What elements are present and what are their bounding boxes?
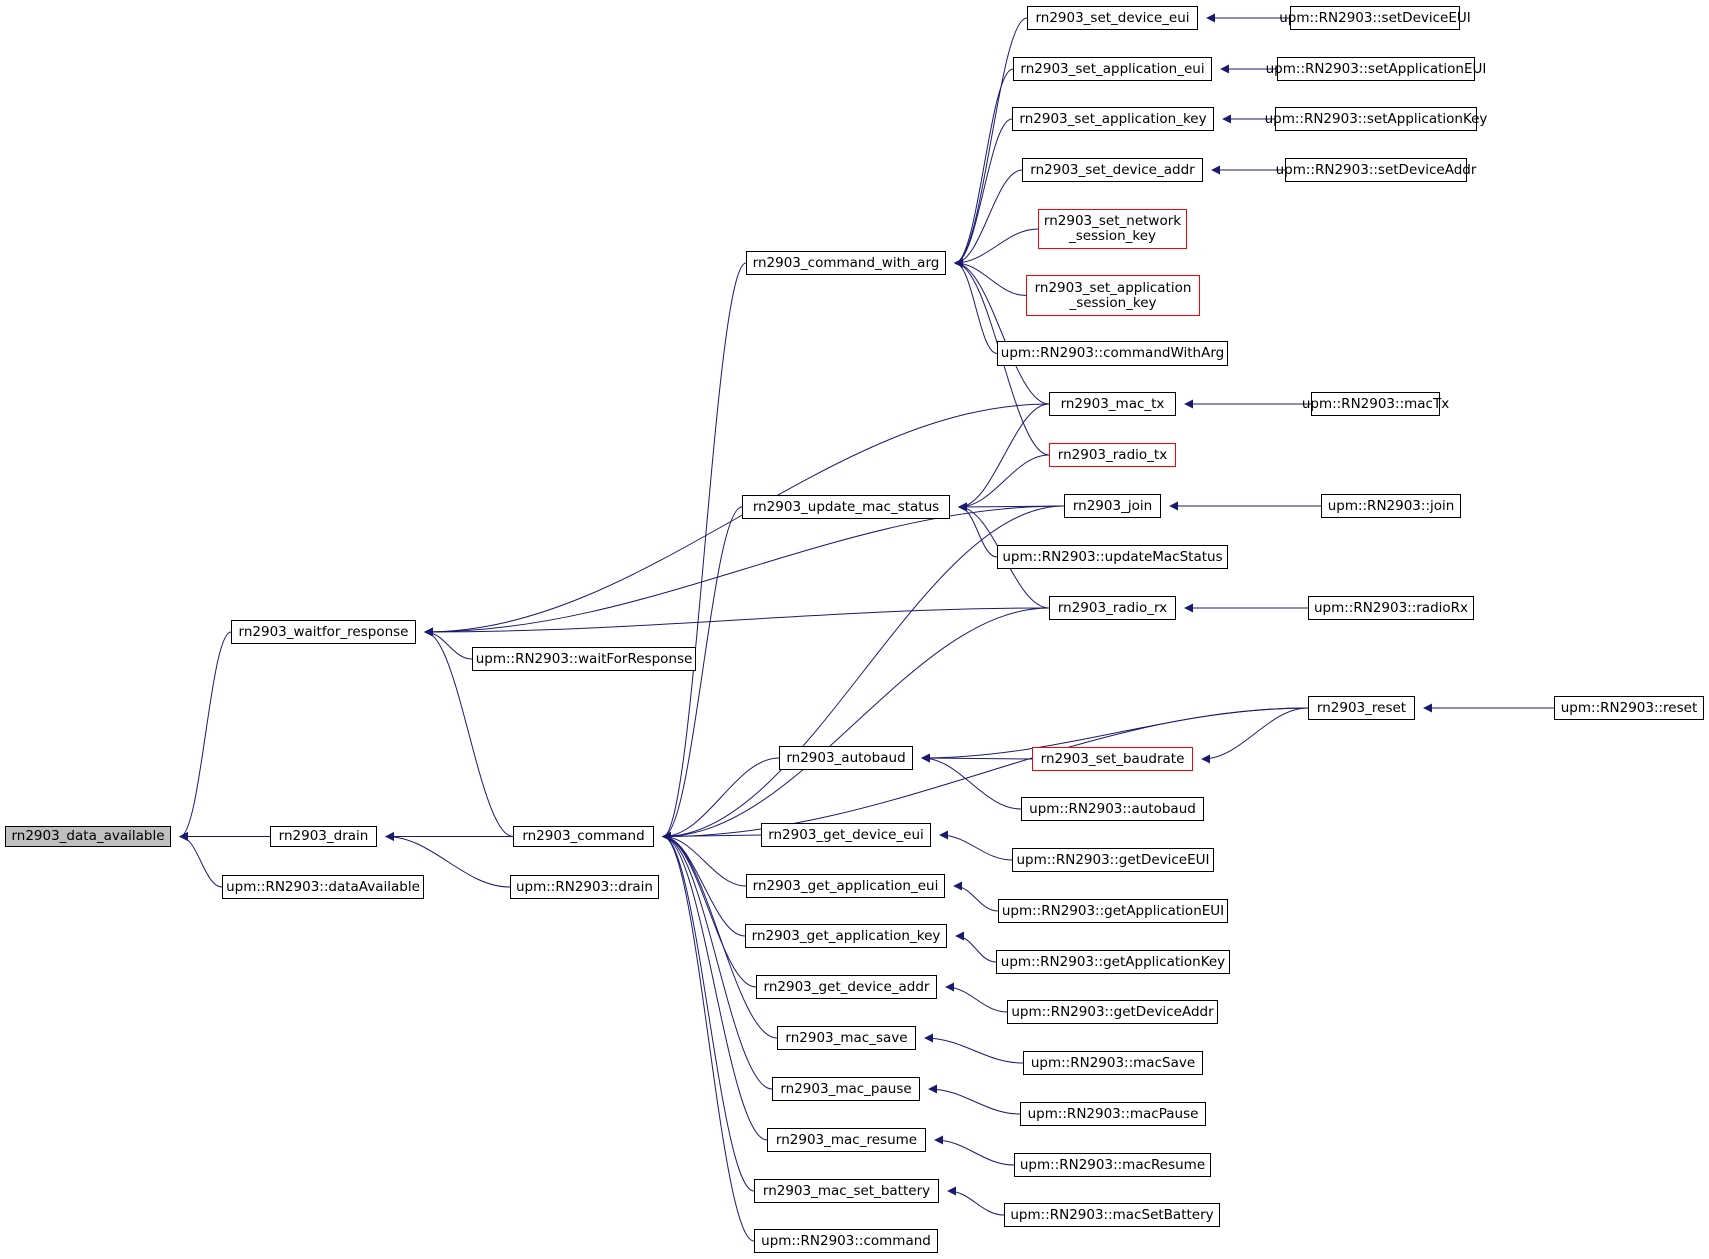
- edge-autobaud-to-reset: [921, 707, 1309, 763]
- node-upm-command[interactable]: upm::RN2903::command: [754, 1229, 938, 1253]
- edge-get_device_addr-to-upm_getDeviceAddr: [945, 982, 1008, 1013]
- edge-update_mac_status-to-mac_tx: [958, 403, 1050, 512]
- edge-command-to-radio_rx: [662, 607, 1050, 841]
- node-rn2903-radio-tx[interactable]: rn2903_radio_tx: [1049, 443, 1176, 467]
- edge-set_baudrate-to-reset: [1201, 707, 1309, 764]
- edge-command_with_arg-to-mac_tx: [954, 258, 1050, 405]
- node-rn2903-get-application-key[interactable]: rn2903_get_application_key: [745, 924, 947, 948]
- node-rn2903-command[interactable]: rn2903_command: [513, 826, 654, 847]
- edge-command-to-get_device_eui: [662, 831, 762, 841]
- edge-command_with_arg-to-set_device_addr: [954, 169, 1023, 268]
- node-upm-join[interactable]: upm::RN2903::join: [1321, 494, 1461, 518]
- edge-command-to-mac_resume: [662, 832, 768, 1141]
- node-rn2903-set-application-eui[interactable]: rn2903_set_application_eui: [1013, 57, 1212, 81]
- node-upm-setdeviceeui[interactable]: upm::RN2903::setDeviceEUI: [1279, 6, 1471, 30]
- node-rn2903-set-application-session-key[interactable]: rn2903_set_application _session_key: [1026, 275, 1200, 316]
- edge-get_application_eui-to-upm_getApplicationEUI: [953, 881, 999, 912]
- edge-command-to-update_mac_status: [662, 506, 743, 841]
- node-rn2903-get-device-addr[interactable]: rn2903_get_device_addr: [756, 975, 937, 999]
- node-upm-setapplicationeui[interactable]: upm::RN2903::setApplicationEUI: [1266, 57, 1486, 81]
- edge-update_mac_status-to-radio_tx: [958, 454, 1050, 512]
- edge-waitfor_response-to-radio_rx: [424, 607, 1050, 637]
- node-upm-commandwitharg[interactable]: upm::RN2903::commandWithArg: [997, 341, 1228, 366]
- node-rn2903-command-with-arg[interactable]: rn2903_command_with_arg: [746, 251, 946, 275]
- edge-get_application_key-to-upm_getApplicationKey: [955, 931, 997, 963]
- edge-command-to-get_application_eui: [662, 832, 747, 887]
- node-rn2903-radio-rx[interactable]: rn2903_radio_rx: [1049, 596, 1176, 620]
- edge-command-to-autobaud: [662, 757, 780, 841]
- node-rn2903-mac-tx[interactable]: rn2903_mac_tx: [1049, 392, 1176, 416]
- edge-command-to-command_with_arg: [662, 262, 747, 841]
- node-upm-setapplicationkey[interactable]: upm::RN2903::setApplicationKey: [1265, 107, 1487, 131]
- node-upm-getapplicationkey[interactable]: upm::RN2903::getApplicationKey: [996, 950, 1230, 974]
- node-upm-mactx[interactable]: upm::RN2903::macTx: [1302, 392, 1449, 416]
- edge-waitfor_response-to-mac_tx: [424, 403, 1050, 637]
- edge-autobaud-to-set_baudrate: [921, 753, 1033, 763]
- node-rn2903-set-device-addr[interactable]: rn2903_set_device_addr: [1022, 158, 1203, 182]
- node-rn2903-data-available: rn2903_data_available: [5, 826, 171, 847]
- edge-command-to-upm_command: [662, 832, 755, 1242]
- node-upm-drain[interactable]: upm::RN2903::drain: [510, 875, 659, 899]
- node-rn2903-get-application-eui[interactable]: rn2903_get_application_eui: [746, 874, 945, 898]
- edge-command_with_arg-to-set_application_eui: [954, 68, 1014, 268]
- edge-get_device_eui-to-upm_getDeviceEUI: [939, 830, 1013, 861]
- edge-mac_resume-to-upm_macResume: [934, 1135, 1015, 1166]
- node-rn2903-mac-resume[interactable]: rn2903_mac_resume: [767, 1128, 926, 1152]
- edge-update_mac_status-to-join: [958, 502, 1065, 512]
- node-rn2903-set-network-session-key[interactable]: rn2903_set_network _session_key: [1038, 209, 1187, 249]
- node-rn2903-get-device-eui[interactable]: rn2903_get_device_eui: [761, 823, 931, 847]
- node-upm-updatemacstatus[interactable]: upm::RN2903::updateMacStatus: [997, 545, 1228, 569]
- node-upm-radiorx[interactable]: upm::RN2903::radioRx: [1308, 596, 1474, 620]
- node-rn2903-reset[interactable]: rn2903_reset: [1308, 696, 1415, 720]
- node-rn2903-waitfor-response[interactable]: rn2903_waitfor_response: [231, 620, 416, 644]
- edge-command-to-mac_pause: [662, 832, 773, 1090]
- edge-mac_pause-to-upm_macPause: [928, 1084, 1021, 1115]
- edge-data_available-to-upm_dataAvailable: [179, 832, 223, 888]
- node-upm-getdeviceeui[interactable]: upm::RN2903::getDeviceEUI: [1012, 848, 1214, 872]
- node-upm-macpause[interactable]: upm::RN2903::macPause: [1020, 1102, 1206, 1126]
- node-rn2903-mac-save[interactable]: rn2903_mac_save: [777, 1026, 916, 1050]
- edge-command-to-join: [662, 505, 1065, 841]
- node-rn2903-autobaud[interactable]: rn2903_autobaud: [779, 746, 913, 770]
- edge-command_with_arg-to-set_application_key: [954, 118, 1013, 268]
- node-upm-autobaud[interactable]: upm::RN2903::autobaud: [1021, 797, 1204, 821]
- node-rn2903-set-baudrate[interactable]: rn2903_set_baudrate: [1032, 747, 1193, 771]
- node-upm-macresume[interactable]: upm::RN2903::macResume: [1014, 1153, 1211, 1177]
- node-upm-getdeviceaddr[interactable]: upm::RN2903::getDeviceAddr: [1007, 1000, 1218, 1024]
- node-upm-reset[interactable]: upm::RN2903::reset: [1554, 696, 1704, 720]
- edge-waitfor_response-to-join: [424, 505, 1065, 637]
- edge-command-to-mac_save: [662, 832, 778, 1039]
- node-rn2903-update-mac-status[interactable]: rn2903_update_mac_status: [742, 495, 950, 519]
- node-upm-waitforresponse[interactable]: upm::RN2903::waitForResponse: [472, 647, 696, 671]
- node-upm-getapplicationeui[interactable]: upm::RN2903::getApplicationEUI: [998, 899, 1228, 923]
- node-upm-dataavailable[interactable]: upm::RN2903::dataAvailable: [222, 875, 424, 899]
- edge-data_available-to-waitfor_response: [179, 631, 232, 841]
- node-rn2903-drain[interactable]: rn2903_drain: [270, 826, 377, 847]
- node-rn2903-mac-pause[interactable]: rn2903_mac_pause: [772, 1077, 920, 1101]
- node-upm-macsave[interactable]: upm::RN2903::macSave: [1023, 1051, 1203, 1075]
- node-upm-macsetbattery[interactable]: upm::RN2903::macSetBattery: [1004, 1203, 1220, 1227]
- edge-command_with_arg-to-set_device_eui: [954, 17, 1028, 268]
- edge-command-to-mac_set_battery: [662, 832, 755, 1192]
- edge-drain-to-upm_drain: [385, 832, 511, 888]
- node-rn2903-set-device-eui[interactable]: rn2903_set_device_eui: [1027, 6, 1198, 30]
- edge-command_with_arg-to-set_network_session_key: [954, 228, 1039, 268]
- node-rn2903-set-application-key[interactable]: rn2903_set_application_key: [1012, 107, 1214, 131]
- node-upm-setdeviceaddr[interactable]: upm::RN2903::setDeviceAddr: [1276, 158, 1476, 182]
- edge-mac_save-to-upm_macSave: [924, 1033, 1024, 1064]
- edge-mac_set_battery-to-upm_macSetBattery: [947, 1186, 1005, 1216]
- node-rn2903-mac-set-battery[interactable]: rn2903_mac_set_battery: [754, 1179, 939, 1203]
- node-rn2903-join[interactable]: rn2903_join: [1064, 494, 1161, 518]
- edge-autobaud-to-upm_autobaud: [921, 753, 1022, 810]
- edge-waitfor_response-to-command: [424, 627, 514, 837]
